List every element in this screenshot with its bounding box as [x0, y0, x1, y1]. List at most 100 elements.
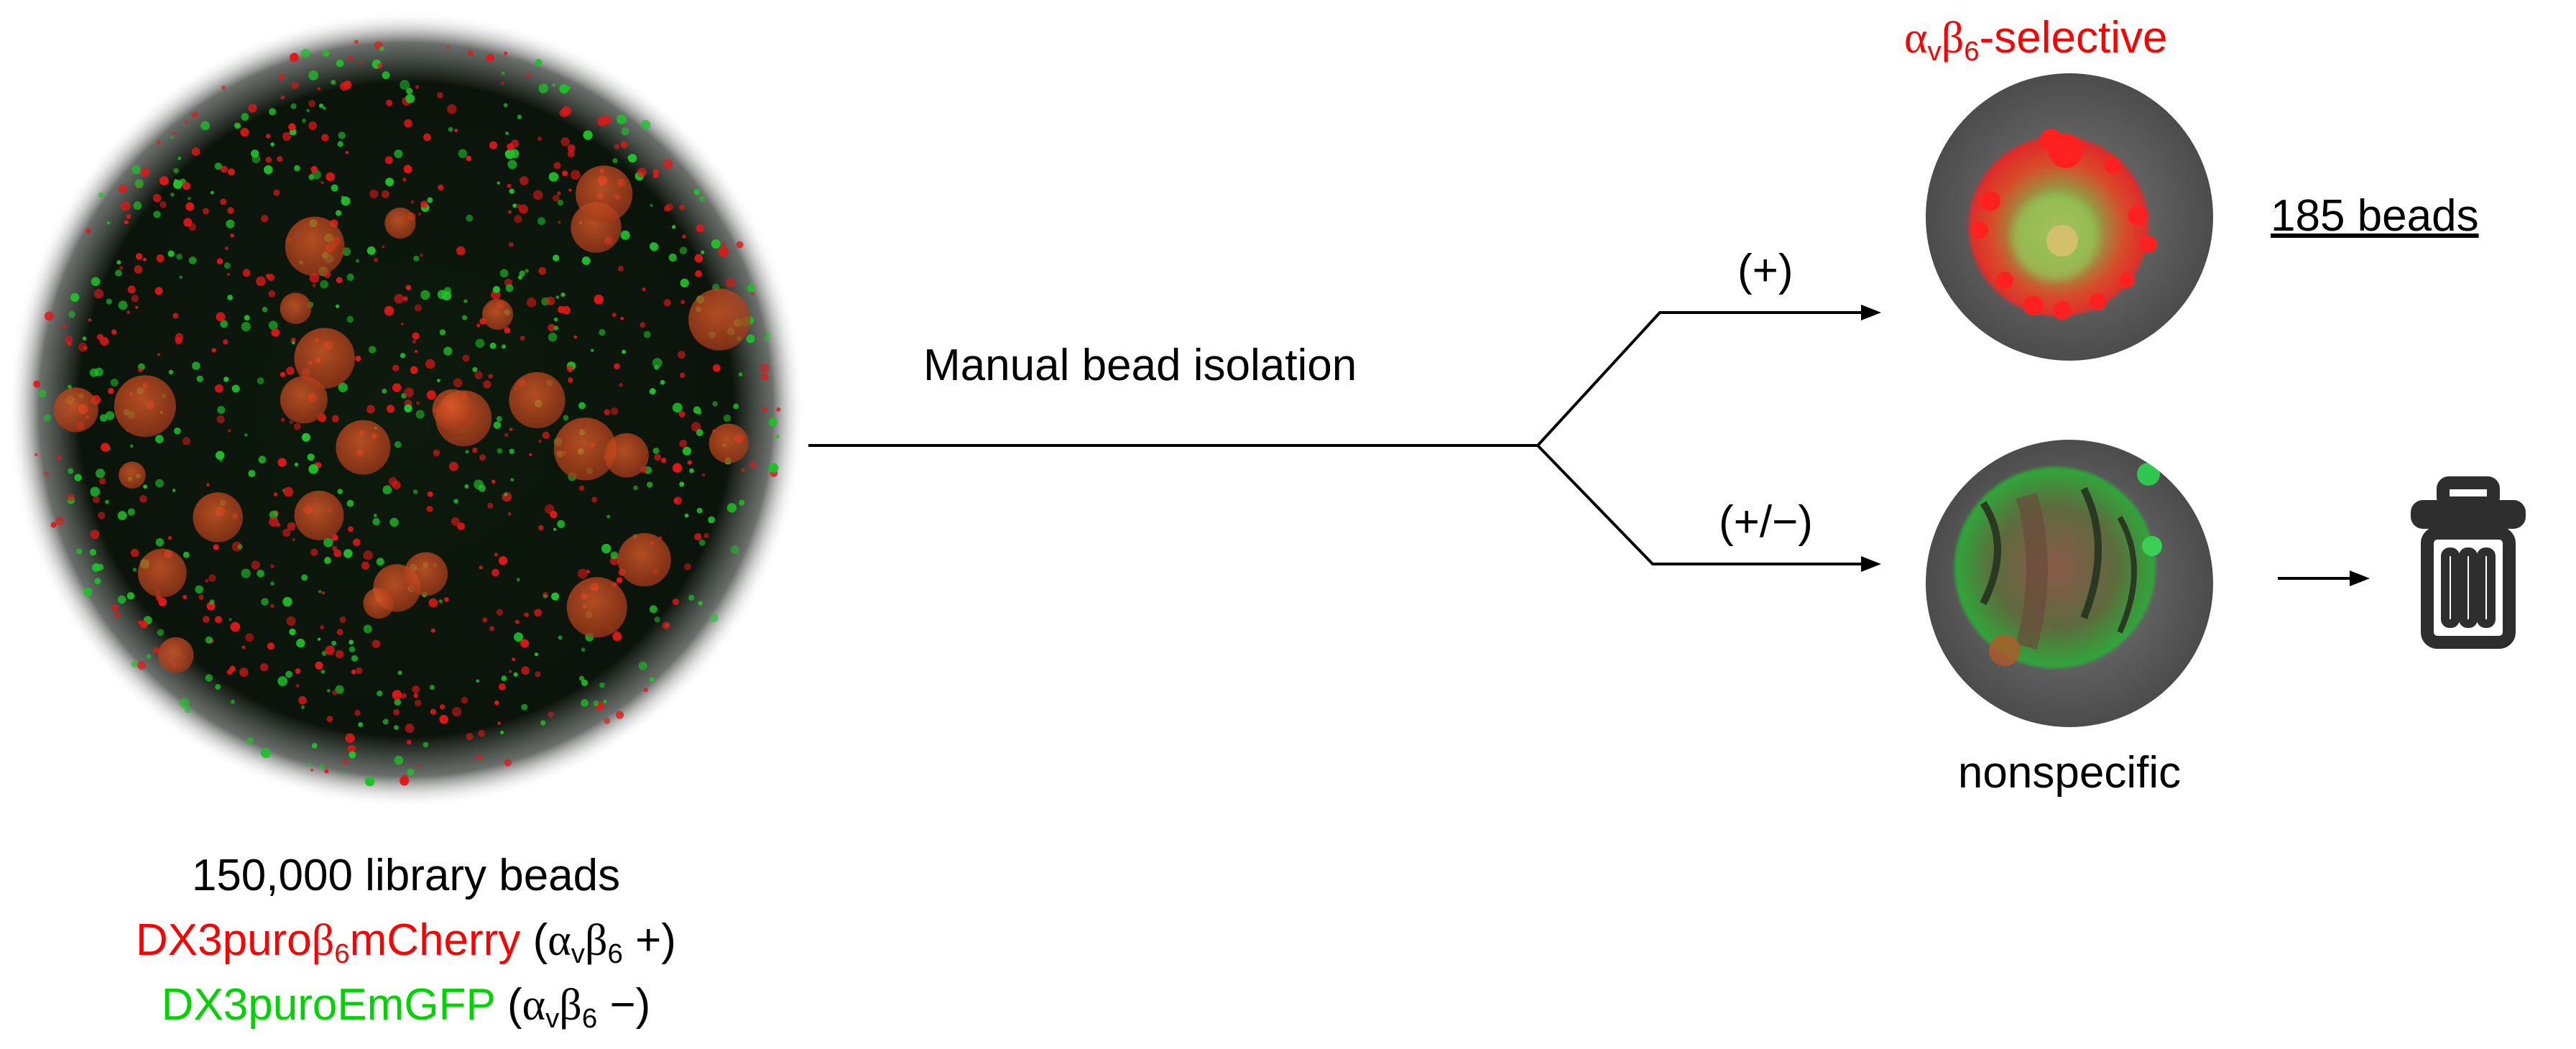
speckle: [429, 685, 435, 690]
speckle: [198, 594, 204, 600]
speckle: [394, 293, 405, 304]
speckle: [131, 165, 141, 175]
speckle: [489, 342, 497, 349]
speckle: [214, 616, 222, 624]
speckle: [448, 126, 453, 132]
speckle: [68, 310, 75, 318]
speckle: [615, 711, 624, 719]
speckle: [479, 454, 486, 461]
speckle: [300, 705, 305, 709]
library-bead: [294, 491, 344, 540]
branch-positive-line: [1536, 311, 1868, 447]
speckle: [348, 646, 356, 653]
speckle: [191, 111, 198, 119]
speckle: [152, 193, 162, 203]
speckle: [167, 535, 172, 540]
speckle: [324, 769, 329, 774]
speckle: [712, 364, 721, 372]
speckle: [443, 287, 452, 295]
speckle: [466, 214, 474, 222]
speckle: [723, 414, 731, 422]
speckle: [114, 611, 121, 618]
speckle: [426, 390, 436, 400]
speckle: [654, 616, 660, 623]
speckle: [117, 511, 127, 520]
speckle: [517, 275, 522, 280]
speckle: [354, 709, 361, 716]
speckle: [733, 403, 739, 410]
speckle: [215, 450, 225, 460]
speckle: [749, 282, 754, 285]
speckle: [494, 553, 499, 557]
speckle: [283, 486, 294, 497]
speckle: [510, 478, 514, 481]
speckle: [699, 195, 706, 203]
speckle: [317, 637, 321, 641]
speckle: [139, 620, 148, 629]
speckle: [244, 315, 250, 321]
speckle: [290, 103, 297, 109]
speckle: [179, 275, 183, 279]
speckle: [140, 167, 150, 177]
speckle: [382, 485, 392, 495]
speckle: [703, 532, 709, 539]
speckle: [318, 590, 322, 593]
speckle: [507, 160, 517, 170]
trash-icon: [2411, 476, 2526, 649]
speckle: [261, 215, 269, 223]
speckle: [244, 433, 248, 437]
speckle: [308, 174, 315, 180]
selective-title: αvβ6-selective: [1904, 13, 2168, 67]
speckle: [768, 417, 777, 427]
speckle: [620, 141, 628, 149]
speckle: [412, 685, 420, 693]
speckle: [621, 127, 629, 136]
speckle: [280, 95, 285, 100]
speckle: [673, 498, 679, 504]
green-cell-line-label: DX3puroEmGFP (αvβ6 −): [68, 983, 744, 1032]
speckle: [335, 650, 344, 659]
speckle: [343, 549, 353, 558]
speckle: [245, 633, 254, 642]
speckle: [242, 269, 251, 277]
speckle: [491, 479, 496, 484]
speckle: [593, 701, 599, 707]
speckle: [301, 433, 310, 442]
speckle: [346, 273, 354, 281]
speckle: [348, 639, 354, 645]
speckle: [124, 220, 129, 225]
speckle: [418, 212, 422, 216]
selective-bead-red-blebs: [1971, 129, 2157, 320]
speckle: [214, 384, 223, 393]
speckle: [268, 290, 276, 297]
library-bead: [708, 423, 749, 463]
speckle: [612, 157, 618, 164]
speckle: [241, 568, 251, 578]
red-cell-annotation: (αvβ6 +): [532, 915, 676, 969]
speckle: [414, 350, 418, 353]
speckle: [649, 677, 655, 683]
arrowhead-discard: [2350, 570, 2370, 586]
speckle: [203, 616, 210, 623]
speckle: [323, 537, 333, 547]
speckle: [337, 489, 343, 494]
speckle: [463, 299, 468, 303]
speckle: [216, 258, 223, 265]
speckle: [446, 45, 450, 49]
speckle: [453, 378, 463, 388]
speckle: [581, 647, 586, 652]
speckle: [488, 374, 493, 379]
speckle: [308, 121, 318, 130]
speckle: [320, 279, 328, 289]
speckle: [230, 699, 235, 704]
speckle: [382, 388, 387, 394]
speckle: [331, 640, 337, 646]
speckle: [594, 295, 604, 305]
speckle: [90, 530, 100, 540]
speckle: [241, 113, 249, 121]
speckle: [741, 468, 745, 472]
speckle: [227, 207, 234, 214]
speckle: [426, 505, 433, 512]
speckle: [99, 414, 108, 422]
